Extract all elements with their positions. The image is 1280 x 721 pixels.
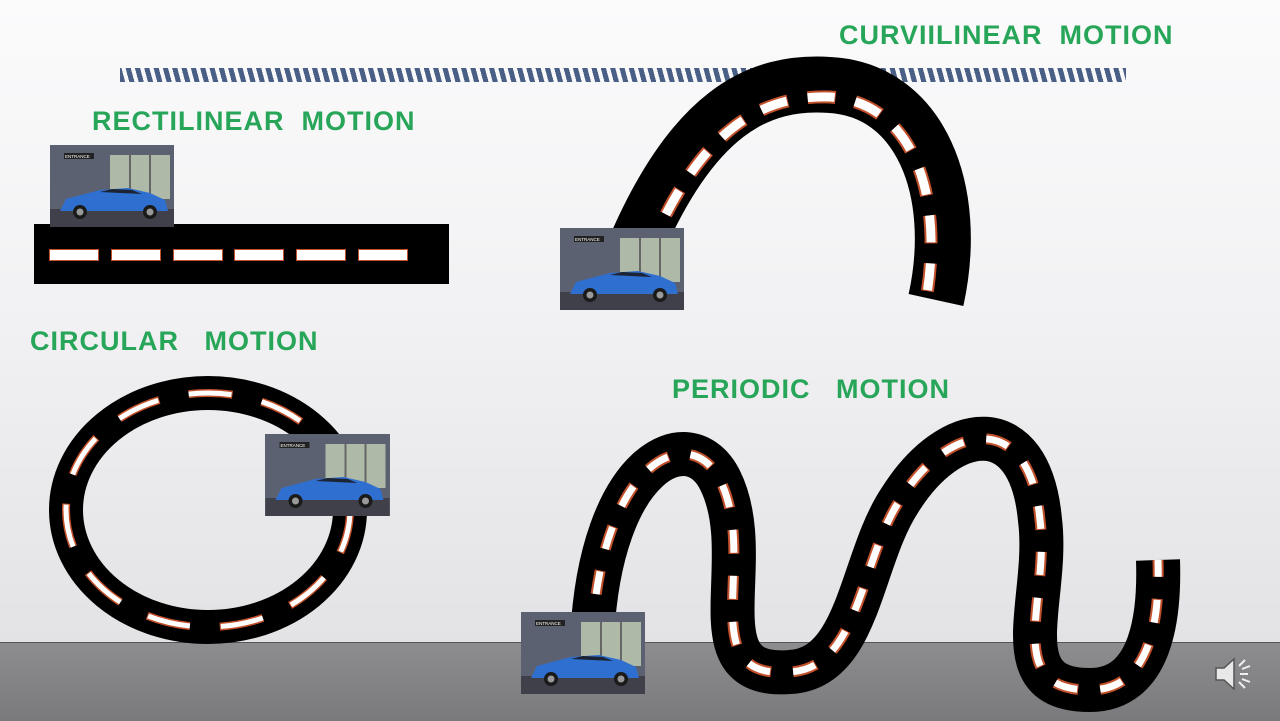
- car-image: ENTRANCE: [560, 228, 684, 310]
- lane-dash: [358, 249, 408, 261]
- circular-label: CIRCULAR MOTION: [30, 326, 319, 356]
- lane-dash: [173, 249, 223, 261]
- periodic-road: [570, 416, 1181, 713]
- car-image: ENTRANCE: [265, 434, 390, 516]
- svg-text:ENTRANCE: ENTRANCE: [281, 443, 306, 448]
- svg-text:ENTRANCE: ENTRANCE: [536, 621, 561, 626]
- curvilinear-label: CURVIILINEAR MOTION: [839, 20, 1174, 50]
- svg-text:ENTRANCE: ENTRANCE: [65, 154, 90, 159]
- lane-dash: [296, 249, 346, 261]
- curvilinear-road: [602, 56, 971, 306]
- periodic-label: PERIODIC MOTION: [672, 374, 951, 404]
- car-image: ENTRANCE: [50, 145, 174, 227]
- lane-dash: [111, 249, 161, 261]
- lane-dash: [49, 249, 99, 261]
- speaker-icon[interactable]: [1212, 654, 1256, 694]
- svg-text:ENTRANCE: ENTRANCE: [575, 237, 600, 242]
- straight-road: [34, 224, 449, 284]
- car-image: ENTRANCE: [521, 612, 645, 694]
- rectilinear-label: RECTILINEAR MOTION: [92, 106, 416, 136]
- lane-dash: [234, 249, 284, 261]
